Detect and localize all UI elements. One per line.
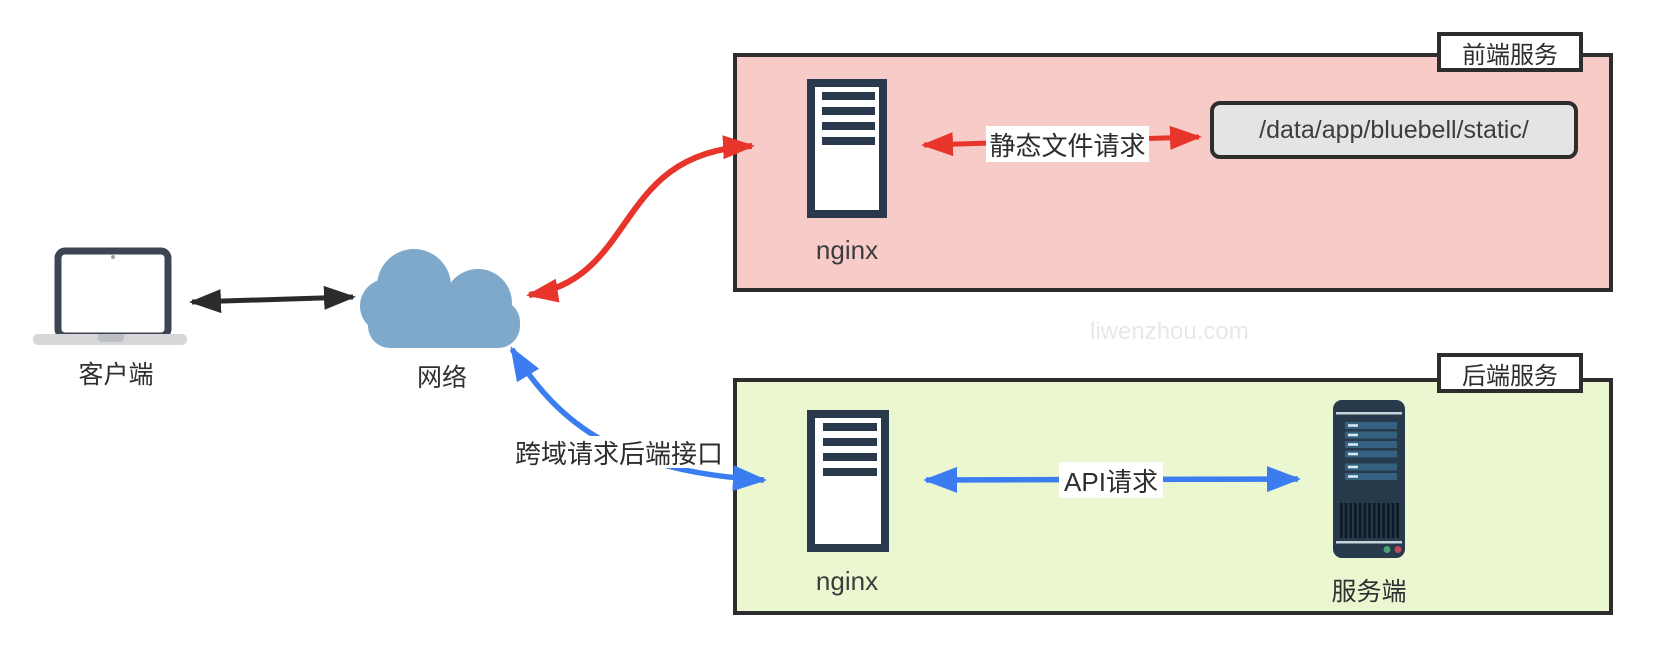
backend-service-title: 后端服务: [1437, 353, 1583, 393]
nginx-backend-label: nginx: [815, 566, 879, 596]
network-frontend-arrow: [526, 135, 755, 303]
server-green-led: [1383, 546, 1391, 553]
network-cloud-icon: [360, 249, 520, 348]
frontend-service-title-text: 前端服务: [1462, 41, 1558, 69]
static-file-request-label: 静态文件请求: [986, 126, 1149, 162]
server-red-led: [1394, 546, 1402, 553]
client-network-arrow: [189, 285, 356, 314]
laptop-icon: [33, 247, 187, 345]
server-icon: [1333, 400, 1405, 558]
client-label: 客户端: [78, 361, 154, 389]
watermark: liwenzhou.com: [1090, 318, 1249, 345]
nginx-frontend-label: nginx: [815, 235, 879, 265]
backend-service-title-text: 后端服务: [1462, 362, 1558, 390]
nginx-frontend-icon: [807, 79, 887, 218]
server-label: 服务端: [1331, 578, 1407, 606]
static-path-box: /data/app/bluebell/static/: [1210, 101, 1578, 159]
network-label: 网络: [416, 364, 467, 392]
nginx-backend-icon: [807, 410, 889, 552]
static-path-text: /data/app/bluebell/static/: [1259, 115, 1529, 144]
frontend-service-title: 前端服务: [1437, 32, 1583, 72]
cross-origin-request-label: 跨域请求后端接口: [512, 436, 726, 469]
api-request-label: API请求: [1059, 462, 1163, 498]
